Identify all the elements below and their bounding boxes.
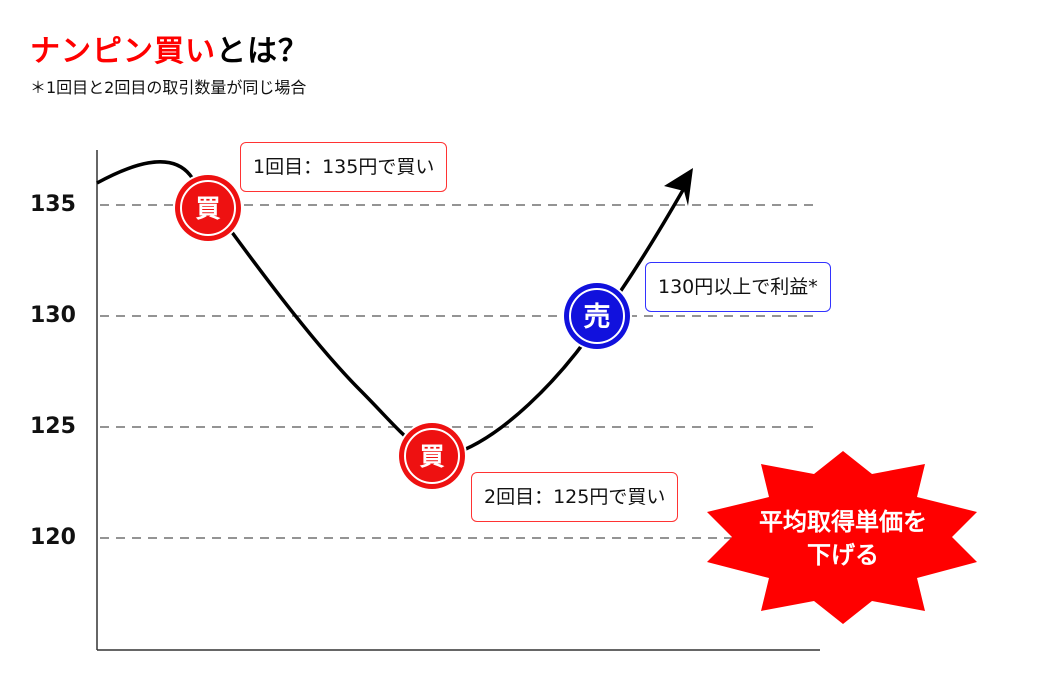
buy-marker-1: [173, 173, 243, 243]
burst-text: 平均取得単価を 下げる: [707, 506, 979, 572]
subtitle: ＊1回目と2回目の取引数量が同じ場合: [30, 78, 307, 97]
sell-label: 売: [584, 302, 611, 333]
title-black: とは？: [216, 34, 309, 69]
buy-marker-2: [397, 421, 467, 491]
title-red: ナンピン買い: [30, 34, 216, 69]
y-tick-125: 125: [30, 414, 76, 439]
y-tick-120: 120: [30, 525, 76, 550]
callout-sell: 130円以上で利益*: [645, 262, 831, 312]
page-title: ナンピン買いとは？: [30, 26, 309, 70]
buy-label-1: 買: [195, 194, 220, 223]
y-tick-135: 135: [30, 192, 76, 217]
sell-marker: [562, 281, 632, 351]
buy-label-2: 買: [419, 442, 444, 471]
burst-shape: [707, 451, 977, 624]
burst-line-2: 下げる: [807, 541, 879, 569]
arrow-head-icon: [664, 168, 693, 206]
callout-second-buy: 2回目：125円で買い: [471, 472, 679, 522]
callout-first-buy: 1回目：135円で買い: [240, 142, 448, 192]
gridlines: [100, 204, 820, 539]
y-tick-130: 130: [30, 303, 76, 328]
burst-line-1: 平均取得単価を: [759, 508, 927, 536]
